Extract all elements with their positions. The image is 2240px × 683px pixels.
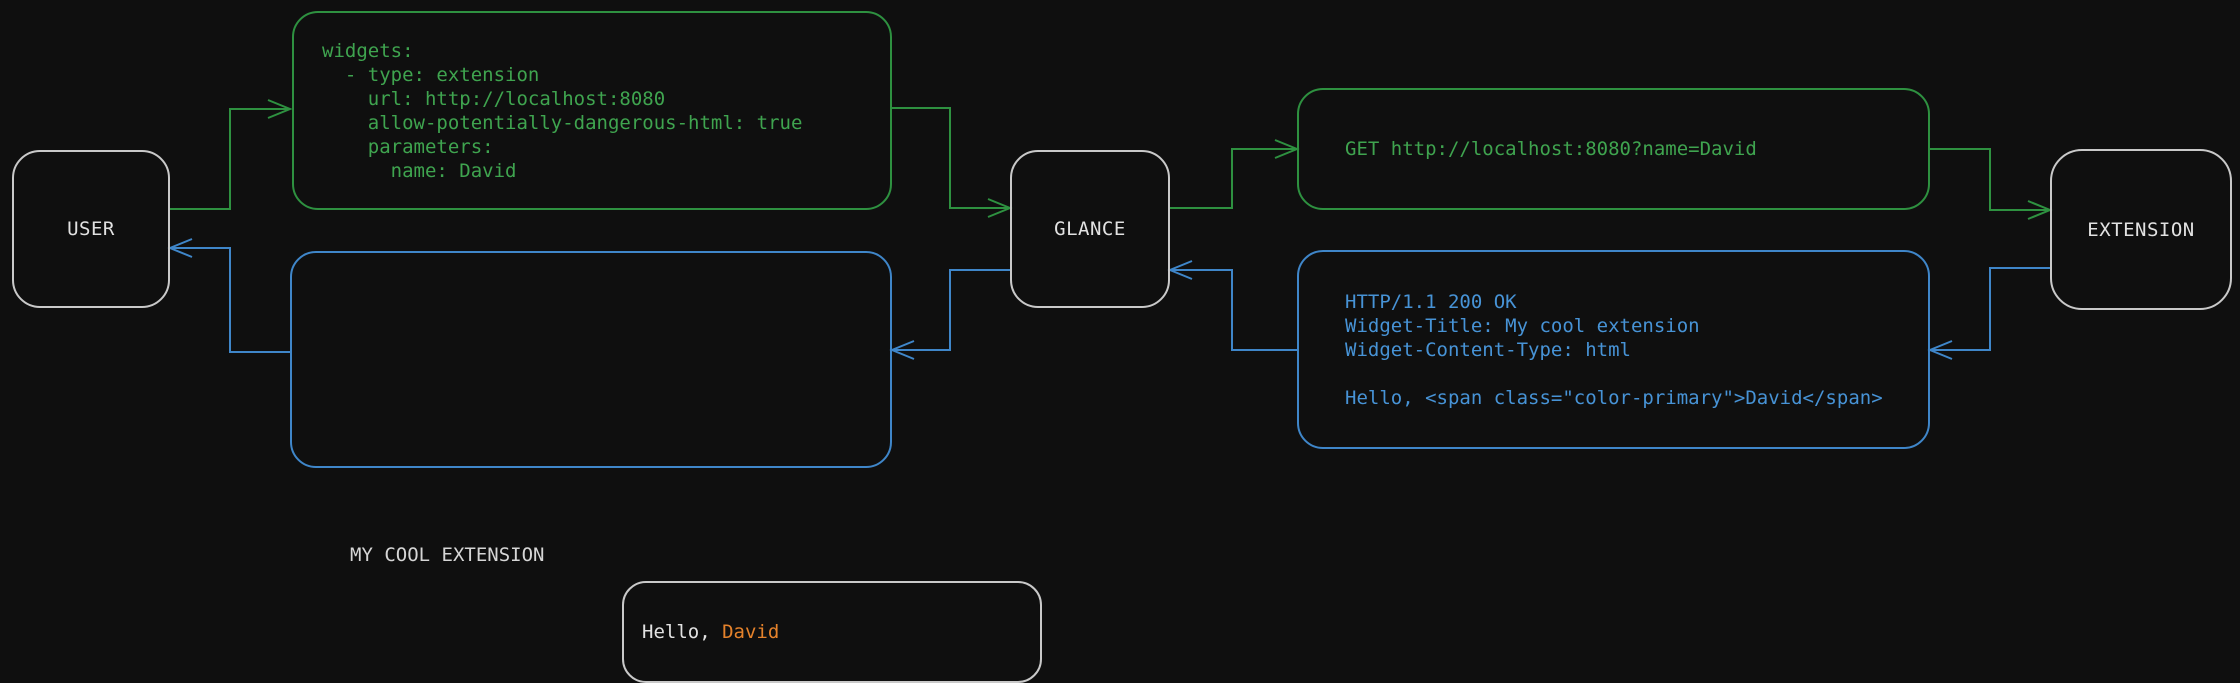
greeting-box: Hello, David xyxy=(622,581,1042,683)
greeting-name: David xyxy=(722,621,780,643)
extension-node-label: EXTENSION xyxy=(2087,218,2195,241)
widget-preview-title: MY COOL EXTENSION xyxy=(350,544,545,566)
http-response-code: HTTP/1.1 200 OK Widget-Title: My cool ex… xyxy=(1345,290,1883,409)
flow-widget-to-user xyxy=(167,238,290,353)
glance-node-label: GLANCE xyxy=(1054,218,1126,240)
config-yaml-box: widgets: - type: extension url: http://l… xyxy=(292,11,892,210)
flow-user-to-config xyxy=(170,99,293,210)
greeting-prefix: Hello, xyxy=(642,621,723,643)
widget-preview-box: MY COOL EXTENSION Hello, David xyxy=(290,251,1042,683)
flow-response-to-glance xyxy=(1167,260,1297,351)
flow-glance-to-request xyxy=(1170,139,1300,209)
http-request-box: GET http://localhost:8080?name=David xyxy=(1297,88,1930,210)
greeting-text: Hello, David xyxy=(624,620,779,644)
extension-node: EXTENSION xyxy=(2050,149,2232,310)
flow-config-to-glance xyxy=(892,107,1013,218)
flow-glance-to-widget xyxy=(889,269,1010,360)
http-request-code: GET http://localhost:8080?name=David xyxy=(1345,138,1757,160)
extension-flow-diagram: USER GLANCE EXTENSION widgets: - type: e… xyxy=(12,11,2232,683)
user-node: USER xyxy=(12,150,170,308)
flow-extension-to-response xyxy=(1927,267,2050,360)
config-yaml-code: widgets: - type: extension url: http://l… xyxy=(322,39,803,182)
flow-request-to-extension xyxy=(1930,148,2053,220)
http-response-box: HTTP/1.1 200 OK Widget-Title: My cool ex… xyxy=(1297,250,1930,449)
glance-node: GLANCE xyxy=(1010,150,1170,308)
user-node-label: USER xyxy=(67,218,115,240)
